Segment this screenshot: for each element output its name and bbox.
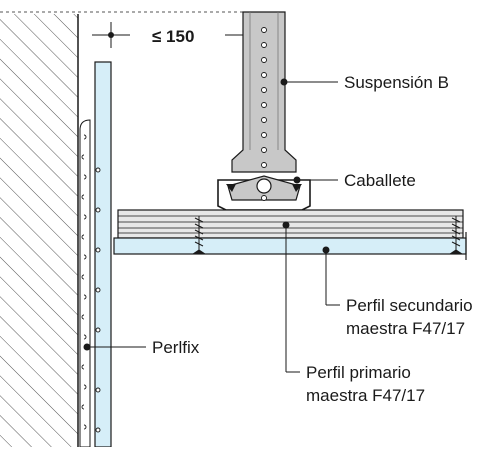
leader-lines: [83, 78, 340, 373]
label-secundario-2: maestra F47/17: [346, 319, 465, 338]
gypsum-board: [113, 232, 467, 260]
screw-right: [448, 216, 464, 255]
label-secundario-1: Perfil secundario: [346, 296, 473, 315]
suspension-hanger: [231, 11, 297, 173]
label-suspension: Suspensión B: [344, 73, 449, 92]
secondary-profile: [117, 209, 464, 239]
screw-left: [191, 216, 207, 255]
perlfix-lining: [79, 61, 112, 448]
label-primario-1: Perfil primario: [306, 363, 411, 382]
dimension-label: ≤ 150: [152, 27, 194, 46]
label-caballete: Caballete: [344, 171, 416, 190]
label-perlfix: Perlfix: [152, 338, 200, 357]
wall: [0, 14, 79, 447]
label-primario-2: maestra F47/17: [306, 386, 425, 405]
